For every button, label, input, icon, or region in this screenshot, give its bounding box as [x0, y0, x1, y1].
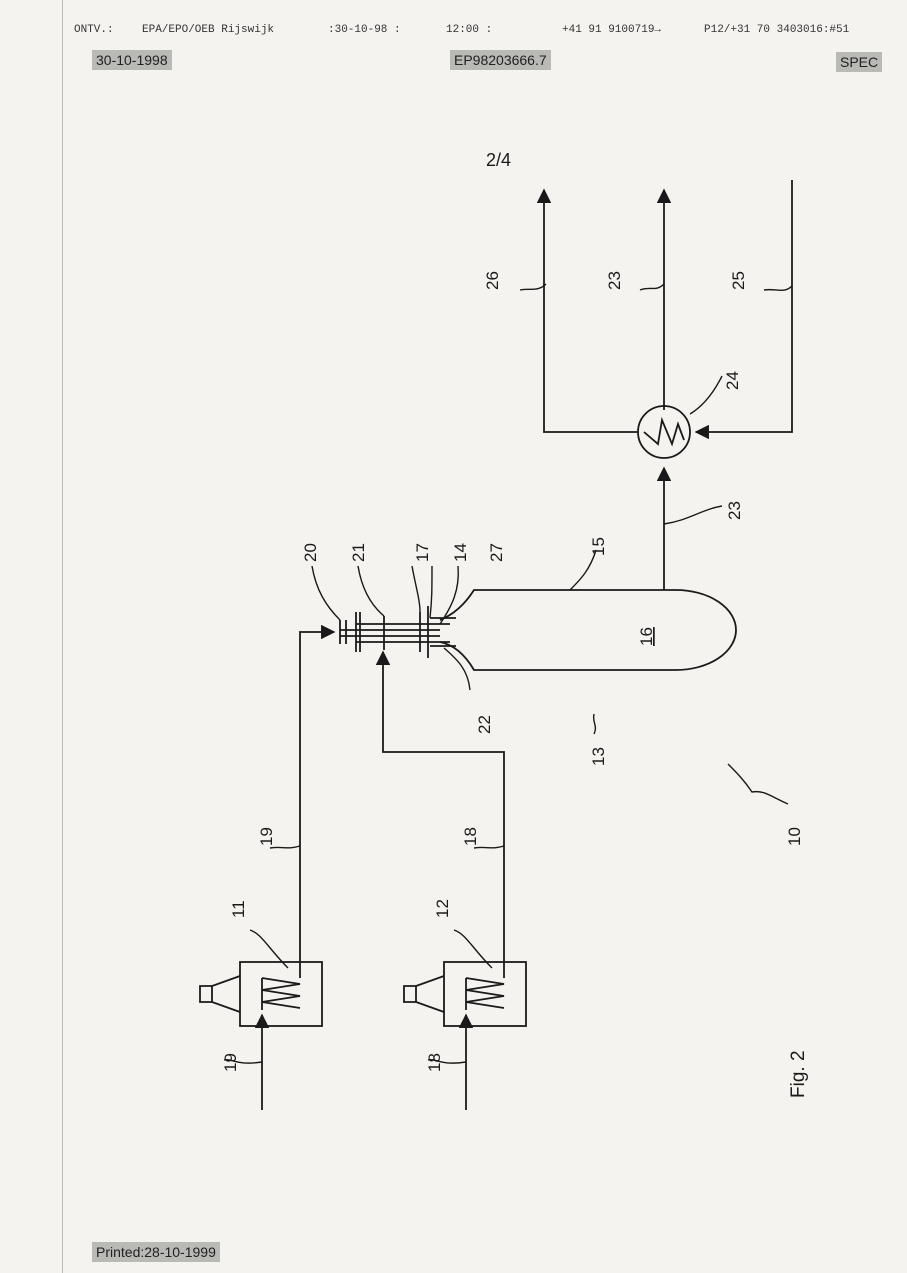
- label-23-upper: 23: [605, 271, 624, 290]
- leader-lines: [224, 284, 792, 1063]
- label-21: 21: [349, 543, 368, 562]
- label-15: 15: [589, 537, 608, 556]
- label-12: 12: [433, 899, 452, 918]
- heater-11: [200, 962, 322, 1026]
- burner-assembly: [340, 606, 456, 658]
- reactor-vessel: [440, 590, 736, 670]
- label-27: 27: [487, 543, 506, 562]
- label-23-lower: 23: [725, 501, 744, 520]
- label-18-line: 18: [461, 827, 480, 846]
- label-22: 22: [475, 715, 494, 734]
- reference-numerals: 19 18 11 12 19 18 20 21 17 14 27 22 15 1…: [221, 271, 809, 1098]
- label-18-in: 18: [425, 1053, 444, 1072]
- label-11: 11: [229, 900, 248, 918]
- label-16: 16: [637, 627, 656, 646]
- label-24: 24: [723, 371, 742, 390]
- label-25: 25: [729, 271, 748, 290]
- label-17: 17: [413, 543, 432, 562]
- stream-26: [544, 190, 638, 432]
- heat-exchanger-24: [638, 406, 690, 458]
- sheet-number: 2/4: [486, 150, 511, 170]
- label-10: 10: [785, 827, 804, 846]
- label-19-line: 19: [257, 827, 276, 846]
- label-19-in: 19: [221, 1053, 240, 1072]
- label-26: 26: [483, 271, 502, 290]
- label-14: 14: [451, 543, 470, 562]
- heater-12: [404, 962, 526, 1026]
- label-13: 13: [589, 747, 608, 766]
- stream-19: [262, 632, 334, 1110]
- label-20: 20: [301, 543, 320, 562]
- figure-label: Fig. 2: [788, 1050, 809, 1098]
